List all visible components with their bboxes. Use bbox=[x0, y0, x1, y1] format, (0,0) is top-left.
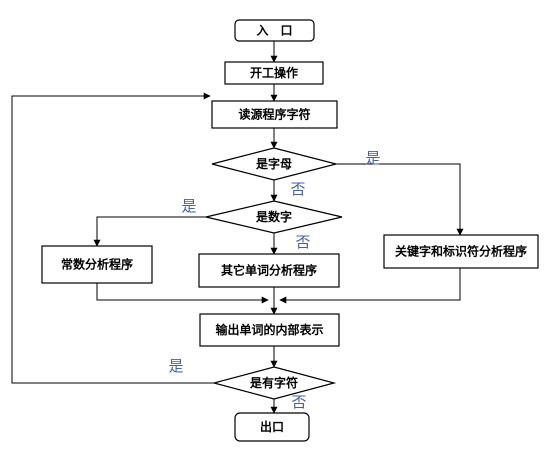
digit-yes-label: 是 bbox=[181, 197, 196, 215]
init-box bbox=[224, 61, 324, 85]
edge-keyword-to-merge bbox=[279, 268, 461, 304]
entry-label: 入 口 bbox=[256, 24, 292, 38]
edge-const-to-merge bbox=[96, 283, 269, 304]
letter-yes-label: 是 bbox=[365, 149, 380, 167]
read-source-box bbox=[211, 100, 338, 129]
read-source-label: 读源程序字符 bbox=[238, 107, 310, 122]
has-char-no-label: 否 bbox=[291, 393, 306, 411]
exit-label: 出口 bbox=[260, 419, 284, 434]
digit-no-label: 否 bbox=[295, 233, 310, 251]
init-label: 开工操作 bbox=[250, 65, 298, 80]
edge-is-letter-yes-to-keyword bbox=[336, 163, 464, 236]
other-word-analysis-box bbox=[198, 253, 340, 288]
has-char-yes-label: 是 bbox=[168, 357, 183, 375]
is-letter-decision bbox=[211, 147, 337, 181]
const-analysis-label: 常数分析程序 bbox=[61, 257, 133, 272]
exit-terminal bbox=[234, 412, 310, 442]
const-analysis-box bbox=[41, 245, 153, 284]
keyword-identifier-analysis-box bbox=[383, 234, 539, 269]
output-internal-box bbox=[199, 313, 340, 347]
output-internal-label: 输出单词的内部表示 bbox=[215, 322, 323, 337]
is-digit-decision bbox=[205, 200, 343, 234]
other-word-analysis-label: 其它单词分析程序 bbox=[221, 263, 317, 278]
edge-is-digit-yes-to-const bbox=[93, 216, 206, 247]
has-char-label: 是有字符 bbox=[249, 375, 298, 390]
entry-terminal bbox=[234, 19, 315, 42]
edge-has-char-yes-loop bbox=[11, 92, 214, 384]
has-char-decision bbox=[211, 366, 337, 400]
is-letter-label: 是字母 bbox=[255, 156, 292, 171]
keyword-identifier-analysis-label: 关键字和标识符分析程序 bbox=[395, 244, 527, 259]
is-digit-label: 是数字 bbox=[255, 209, 292, 224]
letter-no-label: 否 bbox=[290, 180, 305, 198]
